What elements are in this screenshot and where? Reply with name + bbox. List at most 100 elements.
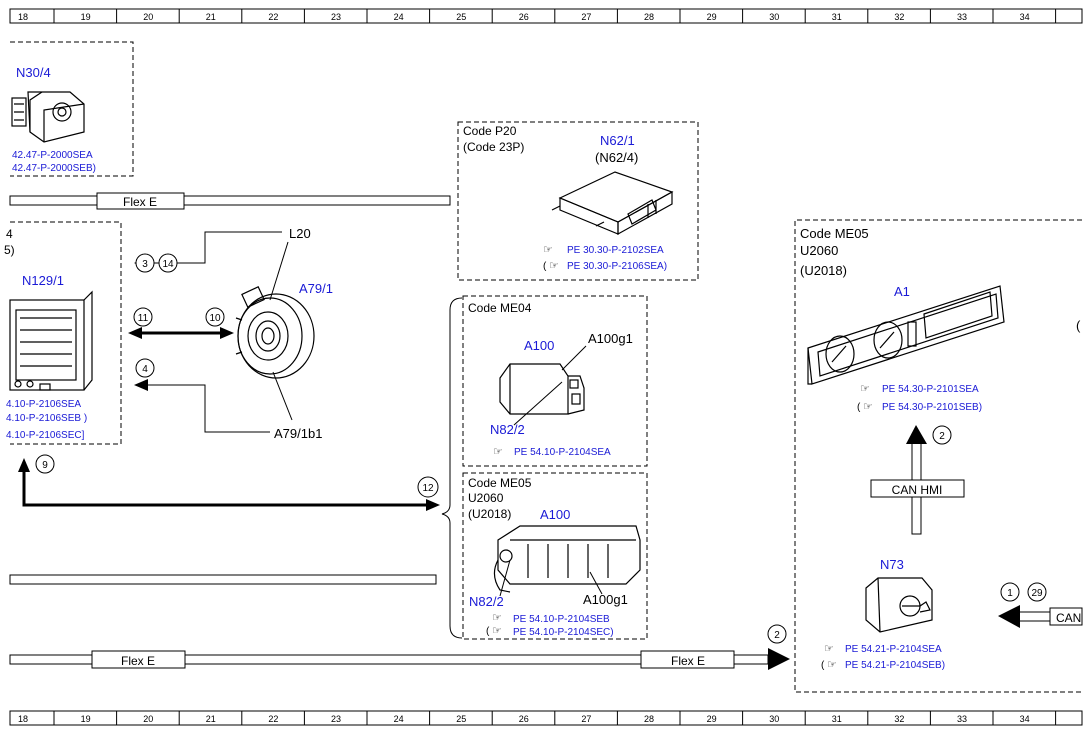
top-ruler-label: 32 (894, 12, 904, 22)
n129-partial-1: 4 (6, 227, 13, 241)
radar-module-icon (551, 171, 674, 236)
pointer-icon-4: ☞ (492, 612, 502, 624)
n73-label: N73 (880, 557, 904, 572)
n73-ref-1: PE 54.21-P-2104SEA (845, 644, 942, 655)
marker-11: 11 (138, 313, 149, 324)
n62-1-label: N62/1 (600, 133, 635, 148)
code-me05-left-ref-1: PE 54.10-P-2104SEB (513, 614, 610, 625)
a100-label-me05: A100 (540, 507, 570, 522)
top-ruler-label: 28 (644, 12, 654, 22)
top-ruler-label: 19 (81, 12, 91, 22)
bottom-ruler-label: 21 (206, 714, 216, 724)
bottom-ruler-label: 19 (81, 714, 91, 724)
n82-2-label-me04: N82/2 (490, 422, 525, 437)
pointer-icon-9: ☞ (827, 659, 837, 671)
marker-4: 4 (142, 364, 148, 375)
a1-label: A1 (894, 284, 910, 299)
marker-14: 14 (162, 259, 174, 270)
top-ruler-label: 31 (832, 12, 842, 22)
code-me05-left-ref-2: PE 54.10-P-2104SEC) (513, 627, 614, 638)
flex-e-bus-bottom: Flex E Flex E 2 (9, 624, 790, 670)
can-partial-link: CAN 1 29 (998, 582, 1083, 628)
n73-ref-2: PE 54.21-P-2104SEB) (845, 660, 945, 671)
u2018-right-label: (U2018) (800, 263, 847, 278)
top-ruler-label: 33 (957, 12, 967, 22)
bottom-ruler-label: 24 (394, 714, 404, 724)
u2060-left-label: U2060 (468, 491, 504, 505)
top-ruler-label: 27 (581, 12, 591, 22)
code-p20-ref-2: PE 30.30-P-2106SEA) (567, 261, 667, 272)
can-hmi-label: CAN HMI (892, 483, 943, 497)
a79-1-label: A79/1 (299, 281, 333, 296)
bottom-ruler-label: 27 (581, 714, 591, 724)
bottom-ruler-label: 34 (1020, 714, 1030, 724)
n30-4-ref-2: 42.47-P-2000SEB) (12, 163, 96, 174)
n129-1-label: N129/1 (22, 273, 64, 288)
top-ruler-label: 25 (456, 12, 466, 22)
code-23p-label: (Code 23P) (463, 140, 524, 154)
n129-ref-2: 4.10-P-2106SEB ) (6, 413, 87, 424)
marker-2-up: 2 (939, 431, 945, 442)
bottom-ruler-label: 32 (894, 714, 904, 724)
control-module-icon (9, 290, 93, 391)
pointer-icon-1: ☞ (543, 244, 553, 256)
marker-12: 12 (422, 483, 434, 494)
top-ruler-label: 21 (206, 12, 216, 22)
top-ruler-label: 34 (1020, 12, 1030, 22)
clock-spring-icon (235, 286, 315, 379)
bottom-ruler-label: 25 (456, 714, 466, 724)
a100g1-label-me05: A100g1 (583, 592, 628, 607)
n62-4-label: (N62/4) (595, 150, 638, 165)
bottom-ruler-label: 22 (268, 714, 278, 724)
a79-1-component: L20 A79/1 A79/1b1 (235, 226, 333, 441)
a79-1b1-label: A79/1b1 (274, 426, 322, 441)
a1-ref-1: PE 54.30-P-2101SEA (882, 384, 979, 395)
bottom-ruler-label: 28 (644, 714, 654, 724)
flex-e-bottom-right-label: Flex E (671, 654, 705, 668)
flex-e-top-label: Flex E (123, 195, 157, 209)
code-p20-label: Code P20 (463, 124, 517, 138)
marker-29: 29 (1031, 588, 1043, 599)
bottom-ruler-label: 31 (832, 714, 842, 724)
marker-2-bottom: 2 (774, 630, 780, 641)
top-ruler-label: 26 (519, 12, 529, 22)
marker-10: 10 (209, 313, 221, 324)
marker-1: 1 (1007, 588, 1013, 599)
l20-label: L20 (289, 226, 311, 241)
bottom-ruler-label: 18 (18, 714, 28, 724)
bottom-ruler-label: 23 (331, 714, 341, 724)
u2060-right-label: U2060 (800, 243, 838, 258)
code-me05-right-label: Code ME05 (800, 226, 869, 241)
bottom-ruler-label: 26 (519, 714, 529, 724)
emergency-call-module-icon (499, 363, 585, 415)
n82-2-label-me05: N82/2 (469, 594, 504, 609)
partial-paren-right: ( (1076, 318, 1081, 333)
n129-ref-1: 4.10-P-2106SEA (6, 399, 81, 410)
battery-module-icon (493, 525, 641, 593)
code-me04-component: Code ME04 A100 A100g1 N82/2 ☞ PE 54.10-P… (462, 295, 648, 467)
top-ruler-label: 22 (268, 12, 278, 22)
code-me04-ref-1: PE 54.10-P-2104SEA (514, 447, 611, 458)
top-ruler-label: 30 (769, 12, 779, 22)
bottom-ruler-label: 30 (769, 714, 779, 724)
u2018-left-label: (U2018) (468, 507, 511, 521)
n129-ref-3: 4.10-P-2106SEC] (6, 430, 85, 441)
open-paren-4: ( (821, 660, 825, 671)
a100g1-label-me04: A100g1 (588, 331, 633, 346)
flex-e-bottom-left-label: Flex E (121, 654, 155, 668)
pointer-icon-2: ☞ (549, 260, 559, 272)
n30-4-ref-1: 42.47-P-2000SEA (12, 150, 93, 161)
bottom-ruler-label: 33 (957, 714, 967, 724)
pointer-icon-3: ☞ (493, 446, 503, 458)
signal-bidirectional: 11 10 (128, 307, 234, 339)
pointer-icon-5: ☞ (492, 625, 502, 637)
code-p20-ref-1: PE 30.30-P-2102SEA (567, 245, 664, 256)
signal-l20: 3 14 (134, 231, 282, 273)
marker-9: 9 (42, 460, 48, 471)
open-paren-3: ( (857, 402, 861, 413)
top-ruler-label: 24 (394, 12, 404, 22)
n30-4-component: N30/4 42.47-P-2000SEA 42.47-P-2000SEB) (10, 41, 134, 177)
top-ruler-label: 23 (331, 12, 341, 22)
